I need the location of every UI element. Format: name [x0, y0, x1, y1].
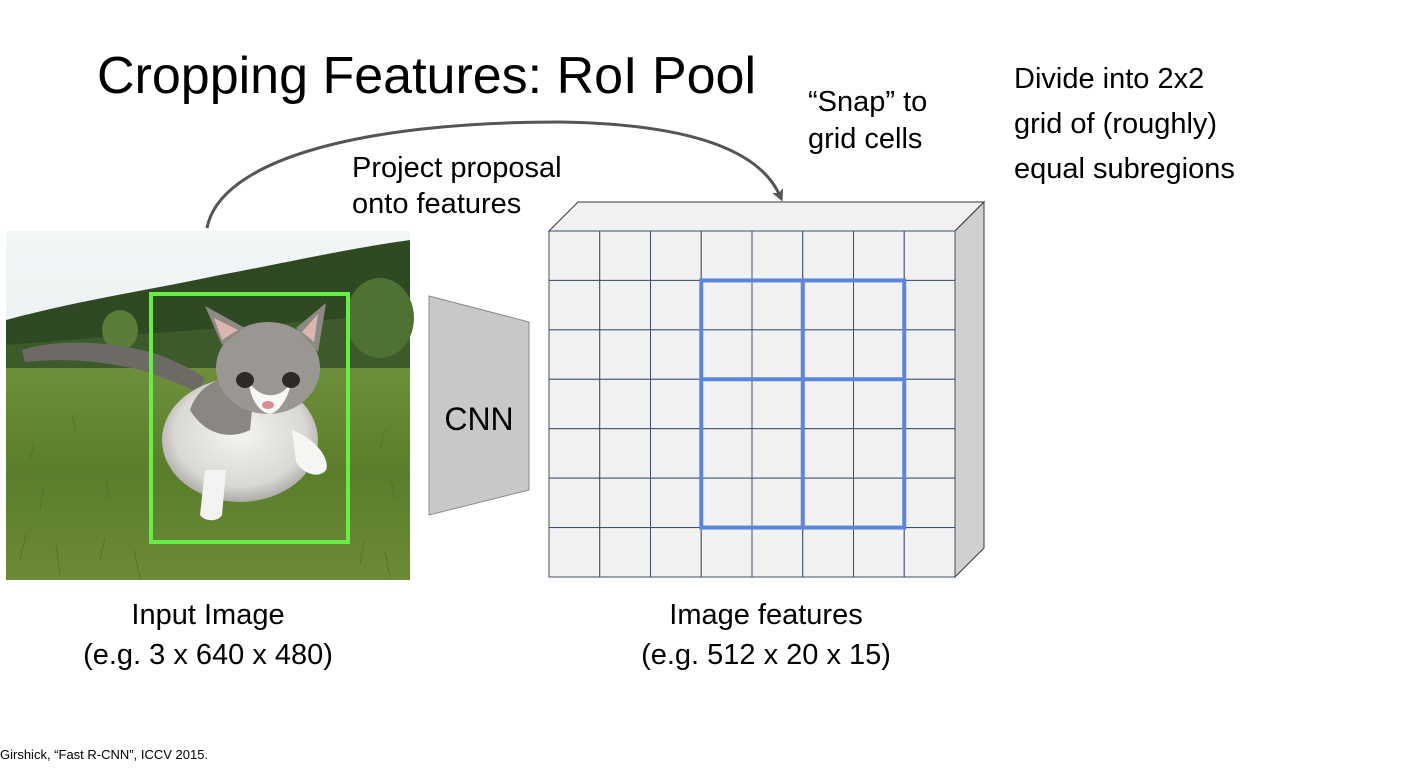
- cnn-label: CNN: [444, 401, 513, 437]
- feature-cell: [903, 527, 956, 578]
- region-proposal-box: [149, 292, 350, 544]
- photo-tree: [346, 278, 414, 358]
- projection-arrow: [205, 120, 784, 229]
- kitten-muzzle: [248, 378, 292, 414]
- feature-cell: [751, 279, 804, 331]
- citation: Girshick, “Fast R-CNN”, ICCV 2015.: [0, 747, 209, 762]
- feature-cell: [700, 477, 753, 529]
- input-image-caption-line-2: (e.g. 3 x 640 x 480): [83, 639, 333, 671]
- feature-cell: [599, 329, 651, 380]
- feature-cell: [548, 329, 601, 380]
- kitten-leg-front-left: [200, 470, 226, 521]
- feature-cell: [751, 527, 804, 578]
- feature-cell: [853, 378, 905, 430]
- feature-cell: [802, 378, 854, 430]
- feature-cell: [751, 428, 804, 479]
- feature-cell: [650, 230, 702, 281]
- snap-annotation: “Snap” to grid cells: [808, 84, 927, 158]
- feature-cell: [650, 477, 702, 529]
- feature-cell: [853, 428, 905, 479]
- slide-title: Cropping Features: RoI Pool: [97, 47, 757, 105]
- kitten-leg-front-right: [292, 430, 327, 475]
- feature-map: [547, 200, 986, 579]
- feature-cell: [599, 428, 651, 479]
- feature-cell: [903, 378, 956, 430]
- feature-cell: [700, 527, 753, 578]
- divide-annotation-line-3: equal subregions: [1014, 153, 1235, 185]
- photo-bush: [102, 310, 138, 350]
- feature-cell: [903, 329, 956, 380]
- feature-cell: [903, 477, 956, 529]
- feature-cell: [650, 527, 702, 578]
- snap-annotation-line-1: “Snap” to: [808, 86, 928, 118]
- input-image-caption: Input Image (e.g. 3 x 640 x 480): [28, 595, 388, 675]
- feature-cell: [700, 378, 753, 430]
- feature-cell: [650, 329, 702, 380]
- feature-map-side-face: [954, 200, 985, 579]
- photo-grass-texture: [19, 413, 396, 579]
- feature-cell: [802, 329, 854, 380]
- divide-annotation: Divide into 2x2 grid of (roughly) equal …: [1014, 57, 1235, 192]
- feature-cell: [853, 279, 905, 331]
- feature-map-caption: Image features (e.g. 512 x 20 x 15): [586, 595, 946, 675]
- input-image-caption-line-1: Input Image: [131, 599, 285, 631]
- feature-cell: [700, 329, 753, 380]
- feature-cell: [548, 477, 601, 529]
- feature-cell: [548, 230, 601, 281]
- feature-cell: [802, 428, 854, 479]
- feature-map-caption-line-1: Image features: [669, 599, 863, 631]
- kitten-ear-right-inner: [302, 314, 318, 342]
- kitten-tail: [22, 342, 205, 392]
- feature-cell: [548, 378, 601, 430]
- kitten-ear-left-inner: [214, 318, 238, 340]
- divide-annotation-line-2: grid of (roughly): [1014, 108, 1218, 140]
- feature-cell: [751, 230, 804, 281]
- cnn-shape: [428, 295, 530, 516]
- feature-cell: [650, 378, 702, 430]
- feature-cell: [700, 428, 753, 479]
- kitten-eye-right: [282, 372, 300, 388]
- cnn-block: CNN: [428, 295, 530, 516]
- feature-map-top-face: [547, 201, 986, 232]
- feature-cell: [700, 279, 753, 331]
- feature-cell: [751, 329, 804, 380]
- feature-cell: [903, 279, 956, 331]
- input-image: [6, 231, 414, 580]
- feature-cell: [802, 279, 854, 331]
- feature-cell: [802, 230, 854, 281]
- feature-cell: [548, 428, 601, 479]
- project-annotation: Project proposal onto features: [352, 150, 562, 222]
- feature-cell: [903, 230, 956, 281]
- feature-cell: [802, 477, 854, 529]
- feature-cell: [599, 378, 651, 430]
- divide-annotation-line-1: Divide into 2x2: [1014, 63, 1205, 95]
- kitten-nose: [262, 401, 274, 409]
- feature-cell: [650, 428, 702, 479]
- feature-cell: [650, 279, 702, 331]
- feature-cell: [853, 230, 905, 281]
- feature-cell: [853, 527, 905, 578]
- feature-cell: [599, 279, 651, 331]
- project-annotation-line-2: onto features: [352, 188, 522, 220]
- kitten-head: [216, 322, 320, 414]
- feature-cell: [599, 477, 651, 529]
- feature-cell: [802, 527, 854, 578]
- feature-cell: [903, 428, 956, 479]
- feature-cell: [853, 477, 905, 529]
- feature-cell: [751, 477, 804, 529]
- feature-cell: [599, 230, 651, 281]
- project-annotation-line-1: Project proposal: [352, 152, 562, 184]
- feature-cell: [548, 527, 601, 578]
- feature-map-caption-line-2: (e.g. 512 x 20 x 15): [641, 639, 891, 671]
- kitten-eye-left: [236, 372, 254, 388]
- feature-cell: [599, 527, 651, 578]
- feature-cell: [700, 230, 753, 281]
- feature-cell: [548, 279, 601, 331]
- feature-cell: [853, 329, 905, 380]
- snap-annotation-line-2: grid cells: [808, 123, 923, 155]
- feature-cell: [751, 378, 804, 430]
